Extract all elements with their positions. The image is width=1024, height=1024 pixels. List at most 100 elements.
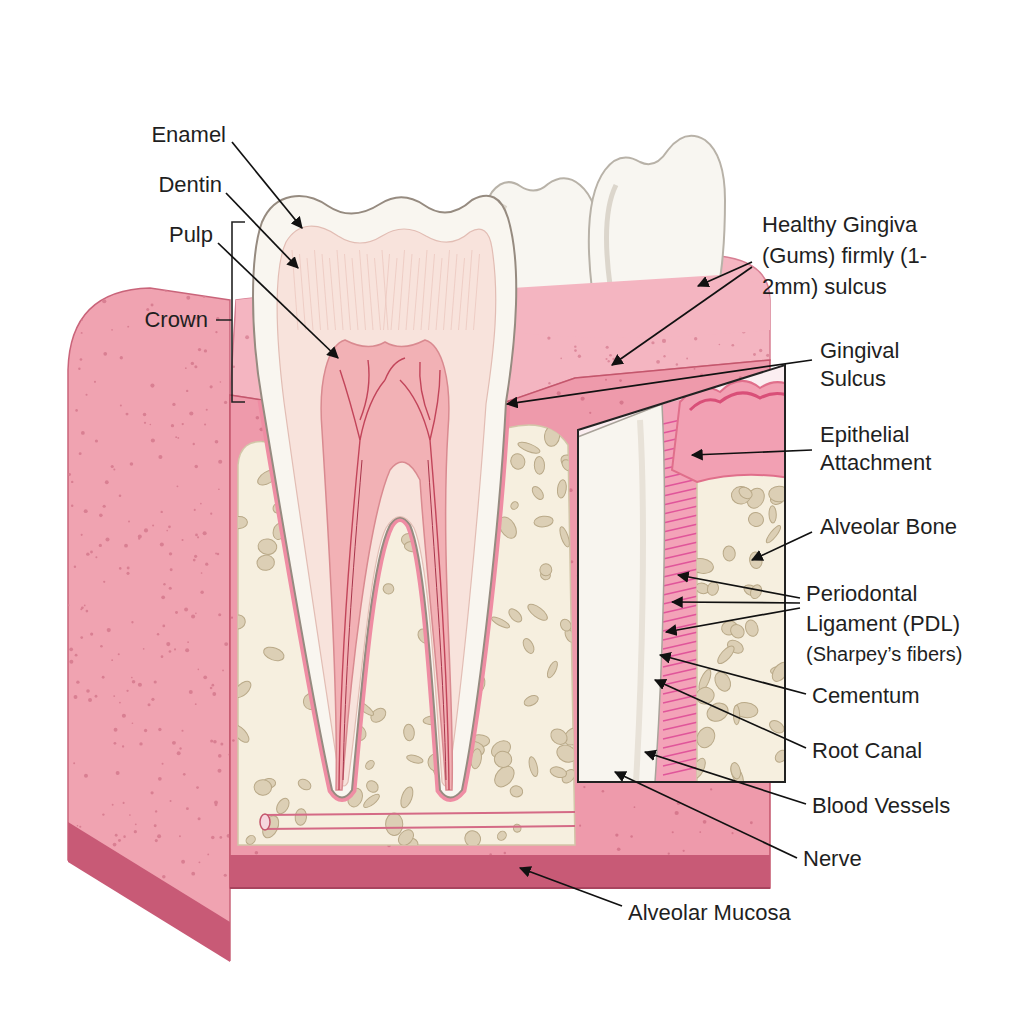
dentin-tubule	[384, 254, 390, 330]
gum-stipple-dot	[79, 452, 82, 455]
gum-stipple-dot	[193, 559, 196, 562]
gum-stipple-dot	[686, 358, 688, 360]
gum-stipple-dot	[694, 368, 696, 370]
gum-stipple-dot	[683, 850, 685, 852]
part-label: Nerve	[803, 845, 1003, 872]
gum-stipple-dot	[102, 813, 104, 815]
gum-stipple-dot	[102, 676, 105, 679]
gum-stipple-dot	[158, 455, 162, 459]
part-label: Dentin	[82, 171, 222, 198]
gum-stipple-dot	[547, 336, 550, 339]
gum-stipple-dot	[81, 319, 83, 321]
gum-stipple-dot	[76, 681, 79, 684]
bone-cavity	[764, 524, 782, 545]
leader-line	[660, 655, 806, 694]
ligament-fiber	[663, 488, 698, 496]
tooth-pulp	[321, 340, 452, 790]
gum-stipple-dot	[143, 413, 147, 417]
gum-stipple-dot	[74, 695, 78, 699]
gum-stipple-dot	[710, 788, 712, 790]
gum-stipple-dot	[182, 539, 184, 541]
gum-stipple-dot	[79, 826, 81, 828]
gum-stipple-dot	[195, 703, 197, 705]
gum-stipple-dot	[80, 608, 82, 610]
bone-cavity	[507, 607, 525, 625]
gum-stipple-dot	[69, 647, 73, 651]
gum-stipple-dot	[216, 290, 220, 294]
bone-cavity	[295, 808, 308, 826]
dentin-tubule	[345, 254, 351, 330]
leader-line	[666, 608, 800, 632]
gum-stipple-dot	[608, 360, 610, 362]
gum-stipple-dot	[87, 293, 89, 295]
gum-stipple-dot	[162, 875, 166, 879]
gum-stipple-dot	[198, 817, 201, 820]
bone-cavity	[230, 516, 247, 529]
bone-cavity	[296, 777, 312, 792]
dentin-tubule	[421, 250, 427, 330]
gum-stipple-dot	[187, 641, 189, 643]
gum-stipple-dot	[80, 358, 83, 361]
bone-cavity	[773, 748, 790, 765]
bone-cavity	[398, 785, 415, 809]
part-label: Alveolar Bone	[820, 513, 1015, 540]
gum-stipple-dot	[224, 401, 227, 404]
gum-stipple-dot	[116, 771, 120, 775]
gum-stipple-dot	[118, 839, 121, 842]
gum-stipple-dot	[162, 763, 164, 765]
gum-stipple-dot	[160, 511, 162, 513]
gum-stipple-dot	[99, 544, 102, 547]
leader-line	[520, 868, 622, 906]
gum-stipple-dot	[175, 611, 178, 614]
gum-stipple-dot	[759, 349, 762, 352]
bone-cavity	[513, 823, 522, 833]
leader-line	[692, 450, 812, 455]
alveolar-mucosa-band	[230, 855, 770, 888]
leader-line	[226, 193, 298, 268]
gum-stipple-dot	[218, 488, 220, 490]
gum-stipple-dot	[191, 362, 194, 365]
gum-stipple-dot	[151, 438, 155, 442]
gum-stipple-dot	[191, 614, 195, 618]
gum-stipple-dot	[198, 348, 201, 351]
gum-stipple-dot	[123, 835, 126, 838]
bone-cavity	[558, 617, 573, 633]
ligament-fiber	[663, 677, 698, 685]
gum-stipple-dot	[88, 698, 92, 702]
gum-stipple-dot	[731, 832, 733, 834]
gum-stipple-dot	[123, 802, 125, 804]
ligament-fiber	[663, 515, 698, 523]
gum-stipple-dot	[194, 555, 197, 558]
gum-stipple-dot	[84, 774, 88, 778]
gum-stipple-dot	[177, 437, 179, 439]
gum-stipple-dot	[157, 633, 159, 635]
gum-stipple-dot	[107, 628, 111, 632]
gum-stipple-dot	[694, 337, 697, 340]
gum-stipple-dot	[120, 404, 122, 406]
gum-stipple-dot	[155, 810, 157, 812]
gum-stipple-dot	[132, 722, 134, 724]
gum-stipple-dot	[138, 683, 142, 687]
gum-stipple-dot	[94, 381, 96, 383]
gum-stipple-dot	[215, 803, 218, 806]
dentin-tubule	[330, 258, 336, 330]
ligament-fiber	[663, 704, 698, 712]
gum-stipple-dot	[166, 642, 170, 646]
bone-cavity	[556, 479, 567, 498]
gum-stipple-dot	[126, 690, 128, 692]
gum-stipple-dot	[750, 821, 753, 824]
leader-line	[507, 360, 812, 404]
gum-stipple-dot	[124, 544, 128, 548]
gum-stipple-dot	[557, 391, 561, 395]
gum-stipple-dot	[207, 854, 209, 856]
ligament-fiber	[663, 740, 698, 748]
gum-stipple-dot	[100, 645, 103, 648]
bone-cavity	[262, 645, 286, 664]
gum-stipple-dot	[127, 567, 130, 570]
gum-stipple-dot	[111, 329, 113, 331]
gum-stipple-dot	[218, 613, 221, 616]
gum-stipple-dot	[574, 345, 576, 347]
leader-line	[615, 772, 797, 858]
gum-stipple-dot	[200, 503, 202, 505]
gum-stipple-dot	[111, 659, 113, 661]
